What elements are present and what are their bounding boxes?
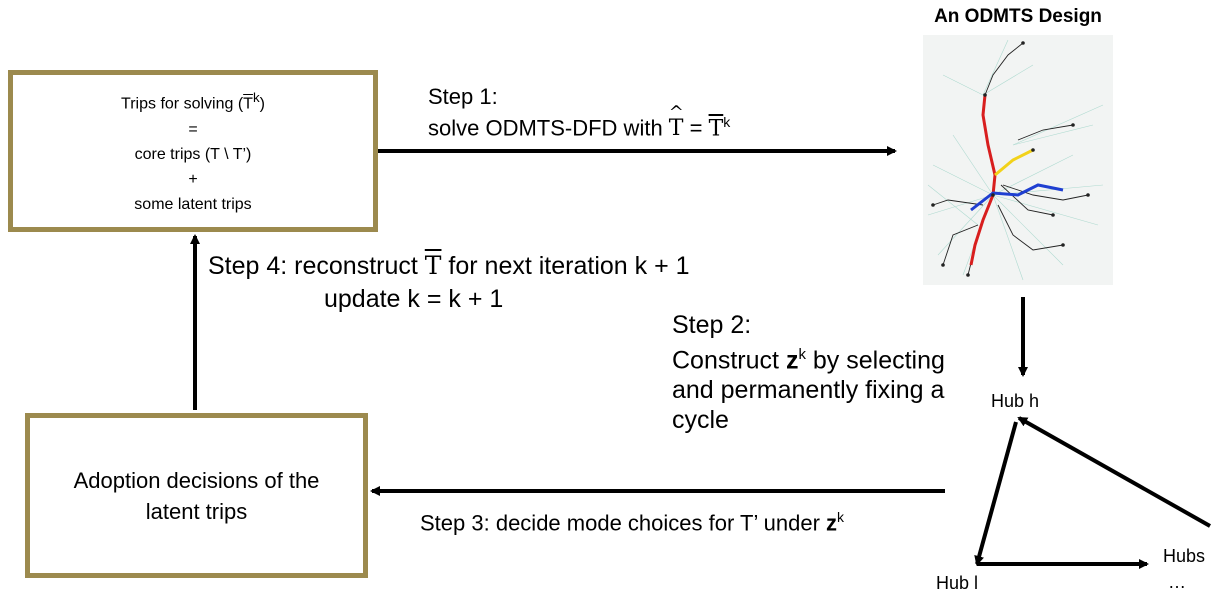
step4-update: update k = k + 1 — [324, 285, 504, 313]
top-box-equals: = — [188, 120, 198, 138]
k-superscript: k — [723, 114, 731, 130]
step1-text: solve ODMTS-DFD with T^ = Tk — [428, 102, 731, 142]
map-background — [923, 35, 1113, 285]
step2-line2-prefix: Construct — [672, 346, 786, 375]
t-bar-symbol: T — [243, 95, 253, 113]
hubs-ellipsis: … — [1168, 572, 1186, 592]
hub-l-label: Hub l — [936, 573, 979, 593]
step3-text-prefix: Step 3: decide mode choices for T’ under — [420, 510, 827, 536]
design-title: An ODMTS Design — [934, 6, 1102, 27]
top-box-line1: Trips for solving (Tk) — [121, 85, 265, 116]
t-hat-letter: T — [668, 116, 684, 142]
step1-text-prefix: solve ODMTS-DFD with — [428, 115, 669, 141]
map-demand-flows — [927, 39, 1104, 281]
map-red-line — [969, 94, 997, 266]
odmts-map-image — [923, 35, 1113, 285]
t-bar-symbol: T — [708, 116, 724, 142]
hub-h-label: Hub h — [991, 391, 1040, 411]
k-superscript: k — [252, 90, 260, 106]
adoption-decisions-box: Adoption decisions of the latent trips — [25, 413, 368, 578]
t-bar-symbol: T — [424, 251, 442, 280]
top-box-line1-suffix: ) — [259, 95, 265, 113]
map-stops — [931, 41, 1090, 277]
step2-text: Step 2: Construct zk by selecting and pe… — [672, 310, 945, 435]
bottom-box-line1: Adoption decisions of the — [73, 467, 320, 493]
top-box-plus: + — [188, 170, 198, 188]
step2-line4: cycle — [672, 406, 729, 435]
step4-text-prefix: Step 4: reconstruct — [208, 252, 425, 280]
hat-accent: ^ — [668, 102, 684, 124]
step3-text: Step 3: decide mode choices for T’ under… — [420, 509, 844, 536]
bottom-box-line2: latent trips — [145, 498, 248, 524]
step1-equals: = — [683, 115, 709, 141]
trips-for-solving-box: Trips for solving (Tk) = core trips (T \… — [8, 70, 378, 232]
step2-line3: and permanently fixing a — [672, 376, 945, 405]
hubs-to-hub-h-arrow — [1017, 416, 1211, 528]
t-hat-symbol: T^ — [668, 102, 684, 142]
z-variable: z — [785, 346, 799, 375]
hubs-more-label: Hubs — [1163, 546, 1206, 566]
z-variable: z — [826, 510, 838, 536]
step4-text: Step 4: reconstruct T for next iteration… — [208, 251, 690, 281]
top-box-latent-trips: some latent trips — [134, 195, 252, 213]
top-box-line1-prefix: Trips for solving ( — [121, 95, 244, 113]
map-blue-line — [970, 183, 1064, 212]
k-superscript: k — [837, 509, 845, 525]
step2-line2-suffix: by selecting — [805, 346, 945, 375]
hub-h-to-hub-l-arrow — [974, 421, 1018, 566]
step2-title: Step 2: — [672, 311, 752, 339]
step4-text-suffix: for next iteration k + 1 — [441, 252, 690, 280]
step1-title: Step 1: — [428, 84, 498, 109]
step2-line2: Construct zk by selecting — [672, 340, 945, 375]
map-yellow-line — [994, 148, 1034, 177]
top-box-core-trips: core trips (T \ T’) — [134, 145, 252, 163]
k-superscript: k — [798, 346, 806, 363]
